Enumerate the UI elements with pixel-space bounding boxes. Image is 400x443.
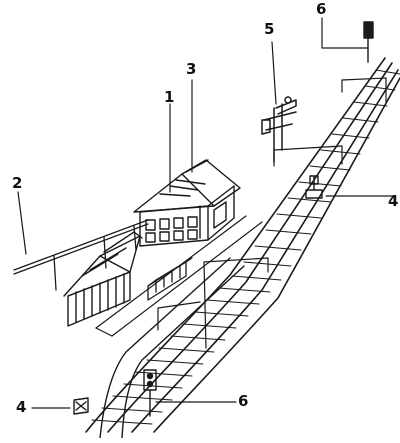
track-gantries [157, 77, 387, 349]
label-station-building: 1 [164, 88, 175, 106]
goods-shed [63, 231, 143, 327]
label-light-signal-top: 6 [316, 0, 327, 18]
semaphore-signal [261, 96, 297, 163]
leader-lines [17, 17, 393, 409]
light-signal-bottom [143, 369, 157, 417]
label-semaphore: 5 [264, 20, 275, 38]
label-light-signal-bottom: 6 [238, 392, 249, 410]
station-building [133, 159, 241, 247]
main-track [85, 57, 400, 433]
light-signal-top [363, 21, 374, 63]
track-signal-right [305, 175, 323, 199]
label-track-signal-left: 4 [16, 398, 27, 416]
track-signal-left [73, 397, 89, 415]
wagon [147, 257, 193, 301]
label-telegraph-line: 2 [12, 174, 23, 192]
label-roof: 3 [186, 60, 197, 78]
track-sleepers [91, 69, 400, 425]
label-track-signal-right: 4 [388, 192, 399, 210]
telegraph-line [13, 219, 149, 291]
siding-track [99, 257, 245, 439]
